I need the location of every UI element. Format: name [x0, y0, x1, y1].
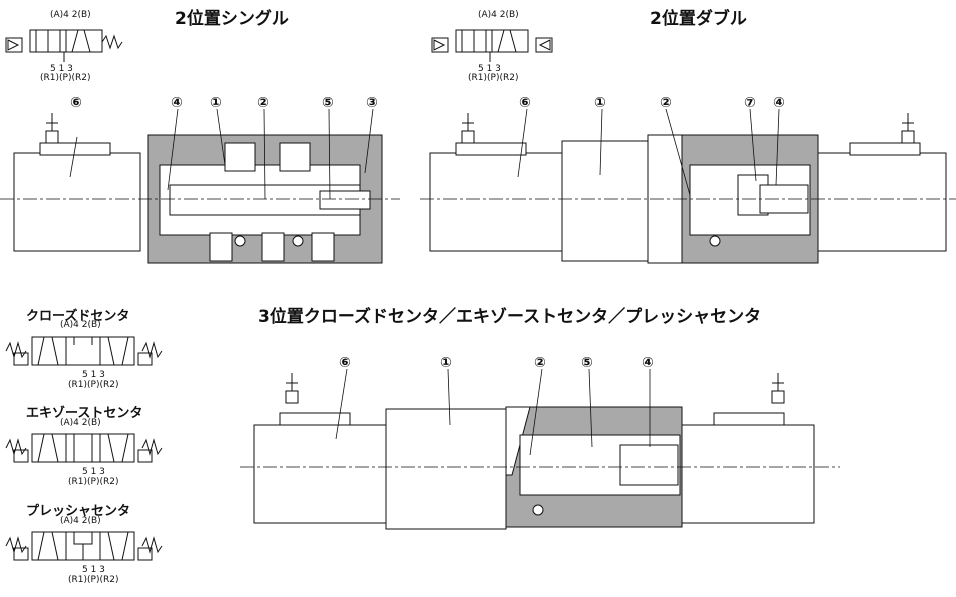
callout-single-2: ④ [171, 95, 183, 111]
port-label-nums: 5 1 3 [82, 467, 105, 477]
port-label-top: (A)4 2(B) [50, 10, 91, 20]
port-label-top: (A)4 2(B) [60, 516, 101, 526]
callout-three-1: ⑥ [339, 355, 351, 371]
port-label-nums: 5 1 3 [478, 64, 501, 74]
closed-center-symbol [5, 336, 163, 366]
callout-three-2: ① [440, 355, 452, 371]
port-label-top: (A)4 2(B) [60, 418, 101, 428]
callout-double-5: ④ [773, 95, 785, 111]
callout-single-3: ① [210, 95, 222, 111]
double-valve-cross-section [420, 108, 956, 264]
port-label-names: (R1)(P)(R2) [40, 73, 91, 83]
single-solenoid-valve-symbol [5, 29, 123, 62]
pressure-center-symbol [5, 531, 163, 561]
port-label-nums: 5 1 3 [82, 370, 105, 380]
port-label-names: (R1)(P)(R2) [68, 575, 119, 585]
port-label-top: (A)4 2(B) [478, 10, 519, 20]
callout-single-4: ② [257, 95, 269, 111]
callout-double-3: ② [660, 95, 672, 111]
callout-double-2: ① [594, 95, 606, 111]
callout-double-4: ⑦ [744, 95, 756, 111]
port-label-names: (R1)(P)(R2) [68, 380, 119, 390]
callout-double-1: ⑥ [519, 95, 531, 111]
port-label-names: (R1)(P)(R2) [468, 73, 519, 83]
port-label-nums: 5 1 3 [82, 565, 105, 575]
port-label-nums: 5 1 3 [50, 64, 73, 74]
exhaust-center-symbol [5, 433, 163, 463]
label-exhaust-center: エキゾーストセンタ [26, 406, 143, 421]
three-position-valve-cross-section [240, 368, 840, 530]
callout-single-5: ⑤ [322, 95, 334, 111]
callout-three-5: ④ [642, 355, 654, 371]
double-solenoid-valve-symbol [431, 29, 553, 62]
label-pressure-center: プレッシャセンタ [26, 504, 131, 519]
callout-three-4: ⑤ [581, 355, 593, 371]
label-closed-center: クローズドセンタ [26, 309, 130, 324]
title-2pos-double: 2位置ダブル [650, 9, 747, 29]
callout-three-3: ② [534, 355, 546, 371]
callout-single-6: ③ [366, 95, 378, 111]
port-label-top: (A)4 2(B) [60, 320, 101, 330]
single-valve-cross-section [0, 108, 400, 264]
callout-single-1: ⑥ [70, 95, 82, 111]
port-label-names: (R1)(P)(R2) [68, 477, 119, 487]
title-2pos-single: 2位置シングル [175, 9, 289, 29]
title-3pos: 3位置クローズドセンタ／エキゾーストセンタ／プレッシャセンタ [258, 307, 762, 327]
